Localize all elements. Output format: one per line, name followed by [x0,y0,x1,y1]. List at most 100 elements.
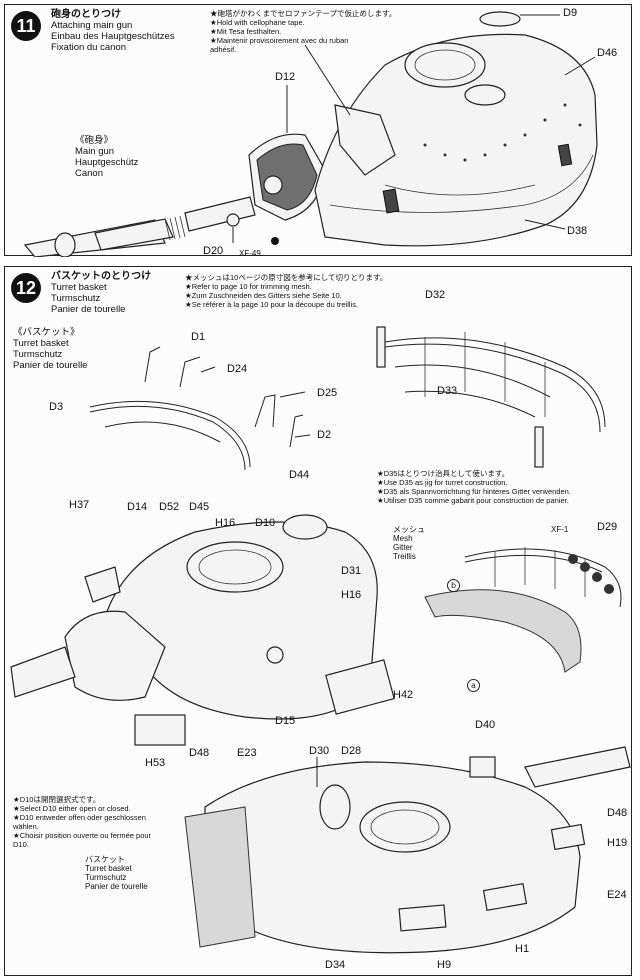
mesh-fr: Treillis [393,552,416,561]
part-label-d29: D29 [597,521,618,533]
mesh-jp: メッシュ [393,525,425,534]
d10-fr2: D10. [13,840,29,849]
part-label-d34: D34 [325,959,346,971]
part-label-d24: D24 [227,363,248,375]
step-12-panel: 12 バスケットのとりつけ Turret basket Turmschutz P… [4,266,632,976]
part-label-d30: D30 [309,745,330,757]
basket2-en: Turret basket [85,864,132,873]
step-12-illustration [10,326,631,954]
step-11-illustration [23,11,598,257]
title-en: Turret basket [51,282,107,293]
mesh-en: Mesh [393,534,413,543]
circle-marker-b: b [447,579,460,592]
part-label-d28: D28 [341,745,362,757]
turret-assembly-drawing [10,514,395,746]
tape-note-fr2: adhésif. [210,45,237,54]
part-label-d15: D15 [275,715,296,727]
d10-jp: ★D10は開閉選択式です。 [13,795,101,804]
title-jp: バスケットのとりつけ [51,271,152,282]
circle-marker-a: a [467,679,480,692]
mesh-trim-de: ★Zum Zuschneiden des Gitters siehe Seite… [185,291,342,300]
jig-en: ★Use D35 as jig for turret construction. [377,478,508,487]
basket-de: Turmschutz [13,349,63,360]
gun-fr: Canon [75,168,103,179]
part-label-d10: D10 [255,517,276,529]
part-label-h1: H1 [515,943,530,955]
title-de: Einbau des Hauptgeschützes [51,31,175,42]
d10-de2: wählen. [13,822,39,831]
jig-de: ★D35 als Spannvorrichtung für hinteres G… [377,487,571,496]
part-label-d48a: D48 [189,747,210,759]
basket-frame-right-drawing [376,326,606,468]
step-11-panel: 11 砲身のとりつけ Attaching main gun Einbau des… [4,4,632,258]
part-label-d52: D52 [159,501,180,513]
part-label-h16a: H16 [215,517,236,529]
mesh-trim-jp: ★メッシュは10ページの原寸図を参考にして切りとります。 [185,273,388,282]
part-label-d38: D38 [567,225,588,237]
part-label-d14: D14 [127,501,148,513]
part-label-h19: H19 [607,837,628,849]
part-label-xf1: XF-1 [551,525,569,534]
tape-note-de: ★Mit Tesa festhalten. [210,27,282,36]
part-label-d32: D32 [425,289,446,301]
jig-fr: ★Utiliser D35 comme gabarit pour constru… [377,496,569,505]
part-label-d45: D45 [189,501,210,513]
xf49-paint-dot [271,237,279,245]
step-title: バスケットのとりつけ Turret basket Turmschutz Pani… [51,271,151,315]
part-label-h37: H37 [69,499,90,511]
part-label-d9: D9 [563,7,578,19]
gun-de: Hauptgeschütz [75,157,139,168]
part-label-d25: D25 [317,387,338,399]
tape-note-en: ★Hold with cellophane tape. [210,18,305,27]
basket2-caption: バスケット Turret basket Turmschutz Panier de… [85,855,148,891]
part-label-d48b: D48 [607,807,628,819]
d10-en: ★Select D10 either open or closed. [13,804,131,813]
mesh-basket-drawing [424,547,622,673]
basket-en: Turret basket [13,338,69,349]
basket2-fr: Panier de tourelle [85,882,148,891]
step-title: 砲身のとりつけ Attaching main gun Einbau des Ha… [51,9,175,53]
part-label-d2: D2 [317,429,332,441]
d10-note: ★D10は開閉選択式です。 ★Select D10 either open or… [13,795,151,849]
mesh-trim-note: ★メッシュは10ページの原寸図を参考にして切りとります。 ★Refer to p… [185,273,387,309]
step-number: 12 [11,273,41,303]
part-label-d31: D31 [341,565,362,577]
basket-jp: 《バスケット》 [13,327,80,338]
basket-fr: Panier de tourelle [13,360,88,371]
part-label-h42: H42 [393,689,414,701]
mesh-caption: メッシュ Mesh Gitter Treillis [393,525,425,561]
part-label-d1: D1 [191,331,206,343]
title-fr: Fixation du canon [51,42,126,53]
basket-frame-left-drawing [89,346,311,471]
step-number: 11 [11,11,41,41]
basket-caption: 《バスケット》 Turret basket Turmschutz Panier … [13,327,87,371]
main-gun-caption: 《砲身》 Main gun Hauptgeschütz Canon [75,135,138,179]
part-label-d12: D12 [275,71,296,83]
lower-turret-drawing [184,746,631,954]
part-label-d40: D40 [475,719,496,731]
main-gun-drawing [23,194,306,257]
title-de: Turmschutz [51,293,101,304]
gun-jp: 《砲身》 [75,135,114,146]
mesh-de: Gitter [393,543,413,552]
part-label-d33: D33 [437,385,458,397]
part-label-d44: D44 [289,469,310,481]
d9-part-drawing [479,11,521,27]
d20-part-drawing [226,213,240,227]
d10-de1: ★D10 entweder offen oder geschlossen [13,813,146,822]
tape-note: ★砲塔がかわくまでセロファンテープで仮止めします。 ★Hold with cel… [210,9,396,54]
part-label-e24: E24 [607,889,627,901]
jig-note: ★D35はとりつけ治具として使います。 ★Use D35 as jig for … [377,469,571,505]
part-label-h53: H53 [145,757,166,769]
gun-en: Main gun [75,146,115,157]
tape-note-jp: ★砲塔がかわくまでセロファンテープで仮止めします。 [210,9,397,18]
part-label-d3: D3 [49,401,64,413]
turret-body-drawing [314,33,598,247]
title-jp: 砲身のとりつけ [51,9,122,20]
part-label-h9: H9 [437,959,452,971]
part-label-e23: E23 [237,747,257,759]
part-label-d20: D20 [203,245,224,257]
mesh-trim-en: ★Refer to page 10 for trimming mesh. [185,282,312,291]
title-fr: Panier de tourelle [51,304,126,315]
mantlet-d12-drawing [248,85,326,221]
